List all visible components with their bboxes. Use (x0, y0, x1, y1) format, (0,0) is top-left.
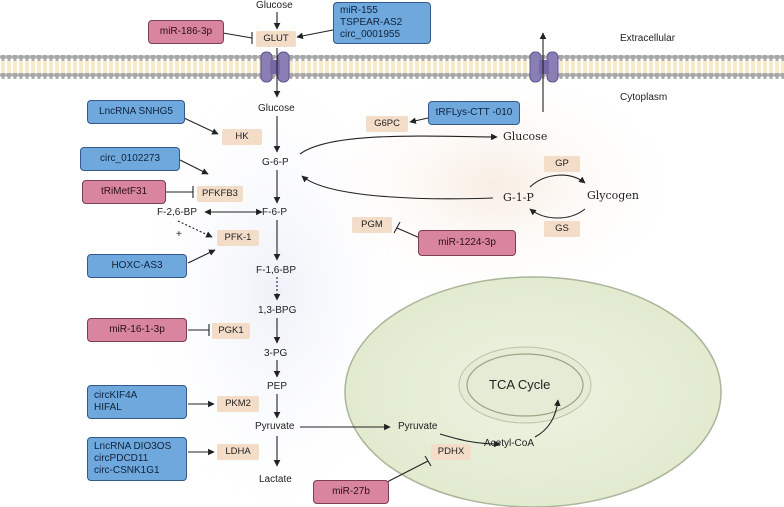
metabolite-glucose: Glucose (258, 103, 295, 114)
metabolite-glucose-extracellular: Glucose (256, 0, 293, 11)
metabolite-bpg13: 1,3-BPG (258, 305, 297, 316)
glut-transporter-icon (260, 51, 290, 83)
regulator-line: circ_0001955 (340, 29, 401, 40)
metabolite-pyruvate-mito: Pyruvate (398, 421, 438, 432)
regulator-ldha-promoters: LncRNA DIO3OS circPDCD11 circ-CSNK1G1 (87, 437, 187, 481)
metabolite-pep: PEP (267, 381, 288, 392)
enzyme-pfkfb3: PFKFB3 (197, 186, 243, 202)
arrow-g6p-glucose-right (299, 133, 498, 155)
arrow-acetylcoa-tca (534, 399, 561, 438)
arrow-pyruvate-acetylcoa (439, 433, 501, 448)
arrow-glycogen-g1p (529, 208, 586, 219)
enzyme-gs: GS (544, 221, 580, 237)
inhibitor-pfkfb3: tRiMetF31 (82, 180, 166, 204)
enzyme-ldha: LDHA (217, 444, 259, 460)
enzyme-pdhx: PDHX (431, 444, 471, 460)
inhibit-pgm-bar (393, 221, 401, 234)
inhibitor-pgm: miR-1224-3p (418, 230, 516, 256)
regulator-pkm2-promoters: circKIF4A HIFAL (87, 385, 187, 419)
arrow-g1p-g6p (301, 175, 494, 200)
metabolite-lactate: Lactate (259, 474, 292, 485)
arrow-f26bp-pfk1 (177, 220, 213, 238)
regulator-line: circPDCD11 (94, 453, 149, 464)
region-cytoplasm: Cytoplasm (620, 92, 668, 103)
enzyme-pgk1: PGK1 (212, 323, 250, 339)
regulator-line: tRFLys-CTT -010 (435, 107, 513, 118)
arrow-pfkfb3-reg (179, 159, 209, 175)
tca-cycle-label: TCA Cycle (489, 377, 551, 392)
metabolite-f26bp: F-2,6-BP (157, 207, 198, 218)
metabolite-3pg: 3-PG (264, 348, 288, 359)
enzyme-pkm2: PKM2 (217, 396, 259, 412)
metabolite-f16bp: F-1,6-BP (256, 265, 297, 276)
regulator-line: HIFAL (94, 402, 122, 413)
inhibit-pdhx (386, 460, 429, 483)
regulator-glut-promoters: miR-155 TSPEAR-AS2 circ_0001955 (333, 2, 431, 44)
enzyme-hk: HK (222, 129, 262, 145)
arrow-hk-reg (183, 117, 219, 135)
enzyme-glut: GLUT (256, 31, 296, 47)
arrow-g1p-glycogen (529, 174, 586, 188)
metabolite-g6p: G-6-P (262, 157, 289, 168)
enzyme-pfk1: PFK-1 (217, 230, 259, 246)
metabolite-acetyl-coa: Acetyl-CoA (484, 438, 535, 449)
regulator-line: LncRNA DIO3OS (94, 441, 172, 452)
metabolite-f6p: F-6-P (262, 207, 287, 218)
regulator-line: circ_0102273 (99, 153, 161, 164)
inhibitor-pdhx: miR-27b (313, 480, 389, 504)
metabolite-pyruvate: Pyruvate (255, 421, 295, 432)
regulator-line: LncRNA SNHG5 (99, 106, 173, 117)
inhibit-pdhx-bar (424, 455, 432, 467)
regulator-line: circ-CSNK1G1 (94, 465, 160, 476)
arrow-pfk1-reg (187, 249, 216, 264)
inhibitor-glut: miR-186-3p (148, 20, 224, 44)
enzyme-pgm: PGM (352, 217, 392, 233)
metabolite-glycogen: Glycogen (587, 189, 639, 202)
metabolite-glucose-right: Glucose (503, 130, 548, 143)
regulator-g6pc-promoter: tRFLys-CTT -010 (428, 101, 520, 125)
inhibitor-pgk1: miR-16-1-3p (87, 318, 187, 342)
arrow-glut-reg (296, 29, 334, 40)
regulator-line: TSPEAR-AS2 (340, 17, 403, 28)
plus-sign: + (176, 229, 182, 240)
inhibit-glut (222, 32, 253, 39)
regulator-pfk1-promoter: HOXC-AS3 (87, 254, 187, 278)
metabolite-g1p: G-1-P (503, 191, 534, 204)
regulator-hk-promoter: LncRNA SNHG5 (87, 100, 185, 124)
regulator-line: miR-155 (340, 5, 378, 16)
region-extracellular: Extracellular (620, 33, 676, 44)
regulator-line: circKIF4A (94, 390, 138, 401)
regulator-line: HOXC-AS3 (111, 260, 163, 271)
cell-membrane (0, 55, 784, 79)
inhibit-pgm (396, 227, 421, 239)
enzyme-g6pc: G6PC (366, 116, 408, 132)
enzyme-gp: GP (544, 156, 580, 172)
arrow-g6pc-reg (409, 117, 429, 124)
g6pc-transporter-icon (529, 51, 559, 83)
regulator-pfkfb3-promoter: circ_0102273 (80, 147, 180, 171)
